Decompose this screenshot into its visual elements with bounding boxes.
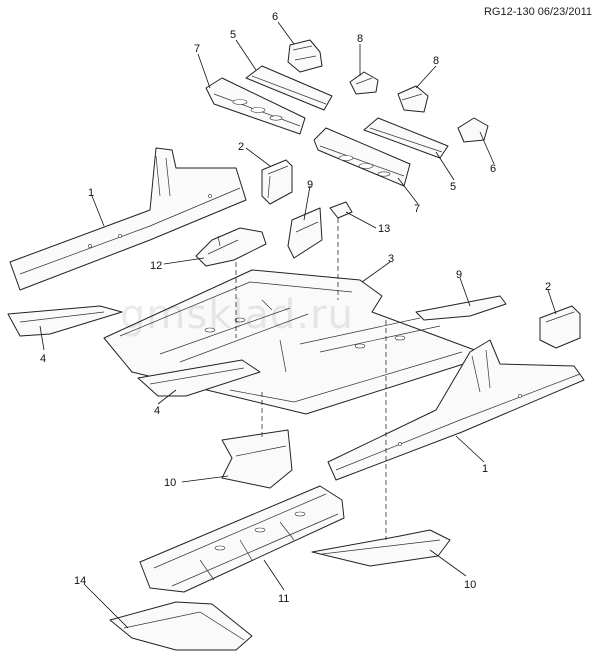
part-8-bracket-left: [349, 71, 379, 95]
callout-2-right: 2: [545, 281, 551, 293]
callout-14: 14: [74, 575, 86, 587]
part-4-panel-lower: [137, 359, 261, 397]
part-11-tunnel: [139, 485, 345, 593]
part-1-rocker-left: [9, 147, 247, 291]
part-13-bracket: [329, 201, 353, 219]
part-7-crossmember-lower: [313, 127, 411, 187]
callout-7-lower: 7: [414, 203, 420, 215]
callout-1-left: 1: [88, 187, 94, 199]
part-14-panel: [109, 601, 253, 651]
watermark: gmsklad.ru: [120, 292, 354, 338]
callout-7-upper: 7: [194, 43, 200, 55]
part-8-bracket-right: [397, 85, 429, 113]
callout-leaders: [39, 21, 557, 629]
part-9-panel-upper: [287, 207, 323, 259]
diagram-reference: RG12-130 06/23/2011: [483, 6, 592, 18]
alignment-lines: [235, 218, 387, 540]
callout-5-right: 5: [450, 181, 456, 193]
callout-10-right: 10: [464, 579, 476, 591]
part-4-panel-upper: [7, 305, 123, 337]
callout-11: 11: [278, 593, 289, 605]
part-5-rail-right: [363, 117, 449, 159]
callout-10-left: 10: [164, 477, 176, 489]
callout-6-top: 6: [272, 11, 278, 23]
callout-4-lower: 4: [154, 405, 160, 417]
part-6-bracket-top: [287, 39, 323, 73]
callout-8-right: 8: [433, 55, 439, 67]
part-7-crossmember-upper: [205, 77, 306, 135]
callout-12: 12: [150, 260, 162, 272]
callout-4-upper: 4: [40, 353, 46, 365]
callout-13: 13: [378, 223, 390, 235]
callout-1-right: 1: [482, 463, 488, 475]
part-10-panel-right: [311, 529, 451, 567]
callout-8-left: 8: [357, 33, 363, 45]
part-5-rail-upper: [245, 65, 333, 111]
callout-6-right: 6: [490, 163, 496, 175]
callout-9-upper: 9: [307, 179, 313, 191]
part-6-bracket-right: [457, 117, 489, 143]
part-9-panel-right: [415, 295, 507, 321]
part-1-rocker-right: [327, 339, 585, 481]
callout-2-upper: 2: [238, 141, 244, 153]
callout-3: 3: [388, 253, 394, 265]
part-2-reinforcement-right: [539, 305, 581, 349]
part-2-reinforcement-upper: [261, 159, 293, 205]
callout-9-right: 9: [456, 269, 462, 281]
callout-labels: 6 5 8 8 7 6 5 7 2 1 9 13 12 3 9 2 4 4 1 …: [40, 11, 551, 605]
part-10-panel-left: [221, 429, 293, 489]
part-12-bracket: [195, 227, 267, 267]
callout-5-top: 5: [230, 29, 236, 41]
